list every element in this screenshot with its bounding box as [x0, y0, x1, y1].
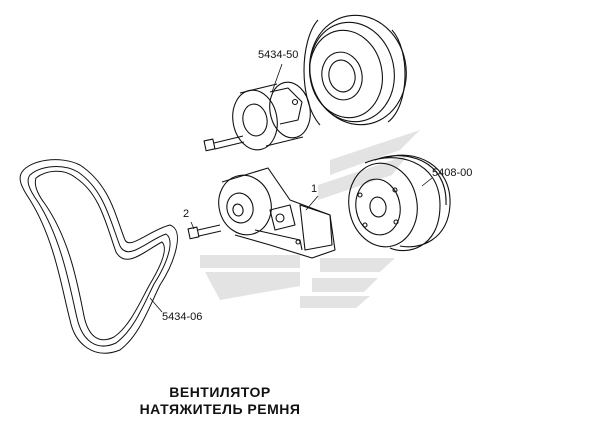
bolt-2 — [187, 224, 222, 240]
part-number-fan-pulley: 5408-00 — [432, 167, 473, 179]
caption-line-2: НАТЯЖИТЕЛЬ РЕМНЯ — [139, 401, 301, 417]
idler-pulley — [232, 81, 311, 151]
caption-line-1: ВЕНТИЛЯТОР — [169, 384, 271, 400]
tensioner — [218, 167, 336, 259]
part-number-bolt: 2 — [183, 208, 190, 220]
watermark-logo — [200, 130, 420, 308]
belt — [19, 159, 178, 354]
bolt-upper — [203, 135, 245, 152]
part-number-idler-pulley: 5434-50 — [258, 49, 299, 61]
part-number-belt: 5434-06 — [162, 311, 203, 323]
part-number-tensioner: 1 — [311, 183, 318, 195]
fan-pulley — [348, 154, 451, 252]
leader-lines — [149, 63, 433, 313]
idler-pulley-grooved — [303, 14, 407, 126]
